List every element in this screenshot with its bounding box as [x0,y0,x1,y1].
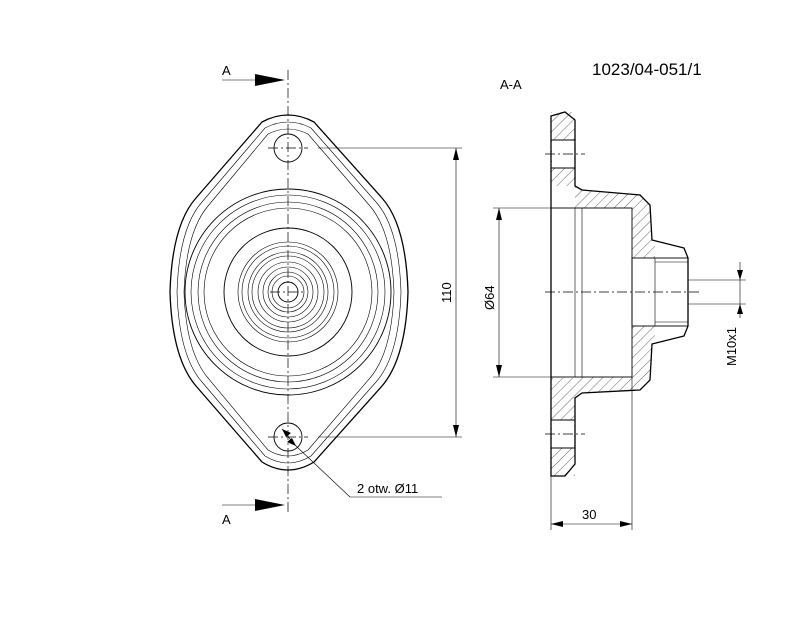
section-view: 1023/04-051/1 A-A Ø6 [482,60,746,530]
dim-64-arrow-top [496,208,502,220]
dim-m10-arrow-bottom [737,304,743,314]
dim-30-arrow-right [620,521,632,527]
cut-label-top: A [222,63,231,78]
dim-64-text: Ø64 [482,285,497,310]
hole-leader-arrow-2 [287,438,296,446]
plan-view: A A 110 2 otw. Ø11 [169,63,462,527]
rubber-insert [550,207,633,378]
dim-30-arrow-left [551,521,563,527]
section-title: A-A [500,77,522,92]
dim-110-text: 110 [439,282,454,303]
base-plate-inner-edge [176,121,402,464]
hatch-body-bottom [575,326,655,398]
base-plate-inner-edge-2 [183,128,395,457]
base-plate-outline [169,114,409,471]
hole-leader-arrow-1 [282,429,291,437]
dim-m10-arrow-top [737,270,743,280]
hole-leader-line [295,445,351,498]
cut-label-bottom: A [222,512,231,527]
dim-110-arrow-top [453,148,459,160]
drawing-number: 1023/04-051/1 [592,60,702,79]
cut-arrow-top [255,74,285,86]
dim-110-arrow-bottom [453,425,459,437]
dim-m10-text: M10x1 [724,327,739,366]
dim-64-arrow-bottom [496,365,502,377]
holes-note: 2 otw. Ø11 [357,481,418,496]
dim-30-text: 30 [582,507,596,522]
cut-arrow-bottom [255,499,285,511]
